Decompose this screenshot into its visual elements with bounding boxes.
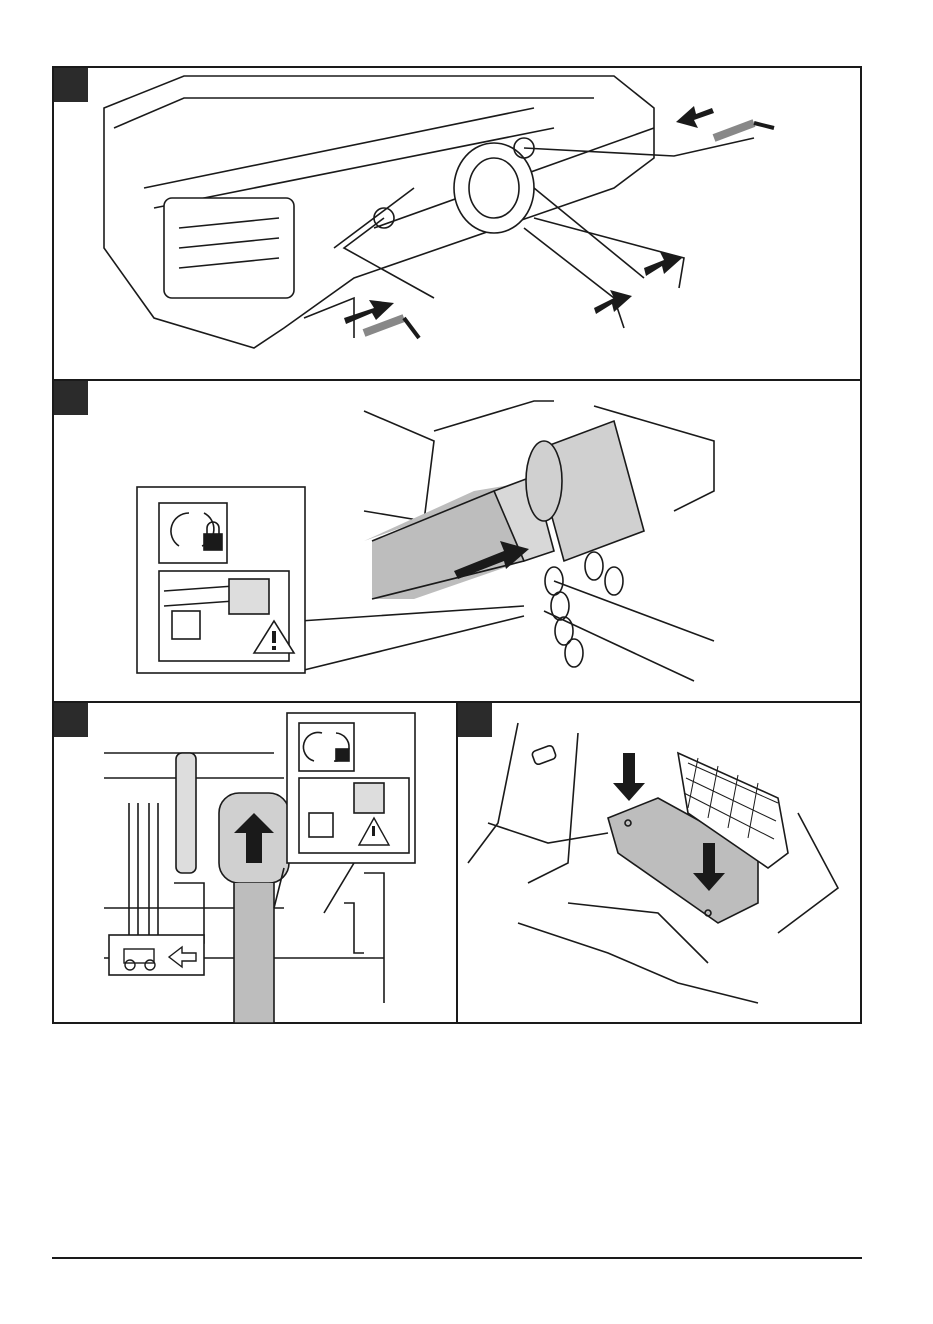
panel-3 bbox=[54, 703, 458, 1024]
panel-2 bbox=[54, 381, 860, 703]
pto-connect-illustration bbox=[54, 703, 458, 1024]
pto-shaft-chain-illustration bbox=[54, 381, 860, 703]
cover-plate-illustration bbox=[458, 703, 860, 1024]
illustration-frame bbox=[52, 66, 862, 1024]
footer-rule bbox=[52, 1257, 862, 1259]
pin-removal-illustration bbox=[54, 68, 860, 381]
rotation-lock-icon bbox=[159, 503, 227, 563]
panel-4 bbox=[458, 703, 860, 1024]
panel-1 bbox=[54, 68, 860, 381]
